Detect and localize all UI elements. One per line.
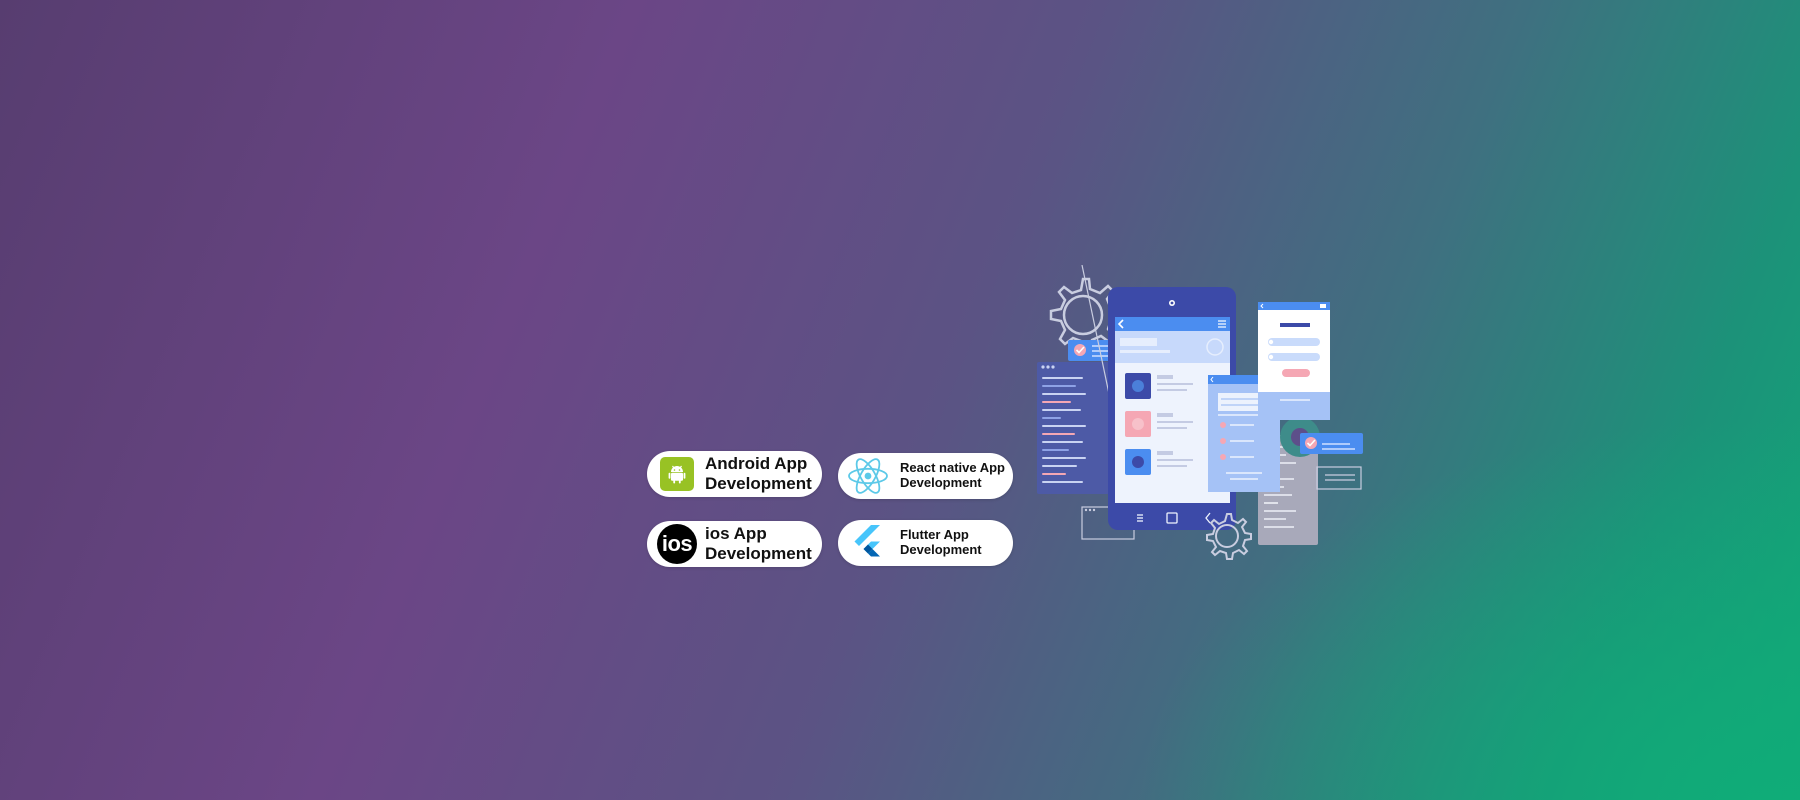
- flutter-label-line2: Development: [900, 542, 982, 557]
- android-label-line1: Android App: [705, 454, 808, 474]
- ios-app-development-button[interactable]: ios ios App Development: [647, 521, 822, 567]
- window-outline-right: [1316, 466, 1362, 490]
- gear-icon-bottom: [1206, 513, 1252, 560]
- react-native-app-development-button[interactable]: React native App Development: [838, 453, 1013, 499]
- ios-label: ios App Development: [705, 524, 812, 563]
- react-label: React native App Development: [900, 460, 1005, 491]
- overlay-card-right: [1258, 302, 1330, 420]
- android-label-line2: Development: [705, 474, 812, 493]
- ios-label-line2: Development: [705, 544, 812, 563]
- code-panel-left: [1037, 362, 1109, 494]
- ios-label-line1: ios App: [705, 524, 767, 544]
- flutter-label-line1: Flutter App: [900, 527, 969, 543]
- react-label-line2: Development: [900, 475, 982, 490]
- app-development-illustration: [1037, 265, 1363, 560]
- ios-logo: ios: [655, 522, 699, 566]
- phone-mockup: [1108, 287, 1236, 530]
- react-label-line1: React native App: [900, 460, 1005, 476]
- android-logo: [655, 452, 699, 496]
- android-app-development-button[interactable]: Android App Development: [647, 451, 822, 497]
- flutter-app-development-button[interactable]: Flutter App Development: [838, 520, 1013, 566]
- flutter-label: Flutter App Development: [900, 527, 982, 558]
- flutter-icon: [846, 521, 890, 565]
- ios-icon: ios: [657, 524, 697, 564]
- android-label: Android App Development: [705, 454, 812, 493]
- android-icon: [660, 457, 694, 491]
- check-card-right: [1300, 433, 1363, 454]
- react-icon: [846, 454, 890, 498]
